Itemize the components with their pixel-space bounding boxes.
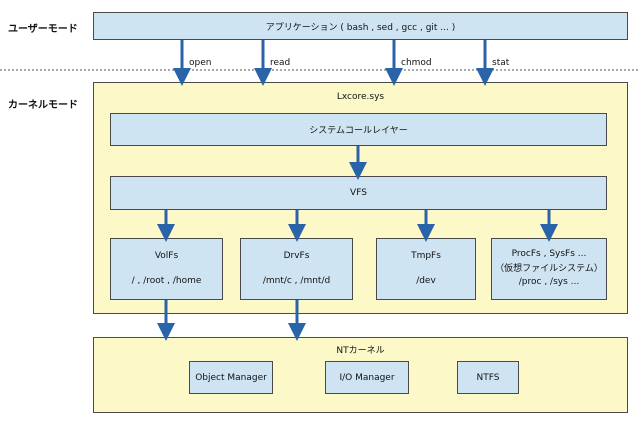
lxcore-title: Lxcore.sys [336,92,385,102]
application-label: アプリケーション ( bash , sed , gcc , git ... ) [265,22,456,33]
fs-tmpfs-name: TmpFs [411,251,441,261]
fs-volfs-box: VolFs / , /root , /home [110,238,223,300]
user-mode-label: ユーザーモード [8,24,78,35]
kernel-mode-label: カーネルモード [8,100,78,111]
fs-drvfs-name: DrvFs [283,251,310,261]
io-manager-box: I/O Manager [325,361,409,394]
fs-volfs-paths: / , /root , /home [131,276,202,286]
syscall-layer-box: システムコールレイヤー [110,113,607,146]
nt-kernel-title: NTカーネル [336,346,385,356]
fs-drvfs-box: DrvFs /mnt/c , /mnt/d [240,238,353,300]
fs-procfs-note: （仮想ファイルシステム） [495,264,603,274]
ntfs-label: NTFS [476,372,500,383]
syscall-chmod-label: chmod [401,58,432,68]
syscall-read-label: read [270,58,291,68]
vfs-label: VFS [350,188,367,198]
vfs-box: VFS [110,176,607,210]
object-manager-box: Object Manager [189,361,273,394]
io-manager-label: I/O Manager [339,372,395,383]
fs-drvfs-paths: /mnt/c , /mnt/d [262,276,331,286]
fs-procfs-name: ProcFs , SysFs ... [511,249,587,259]
object-manager-label: Object Manager [195,372,267,383]
application-box: アプリケーション ( bash , sed , gcc , git ... ) [93,12,628,40]
syscall-layer-label: システムコールレイヤー [309,126,408,136]
fs-tmpfs-box: TmpFs /dev [376,238,476,300]
ntfs-box: NTFS [457,361,519,394]
fs-procfs-paths: /proc , /sys ... [518,277,580,287]
fs-volfs-name: VolFs [154,251,179,261]
fs-tmpfs-paths: /dev [416,276,436,286]
fs-procfs-box: ProcFs , SysFs ... （仮想ファイルシステム） /proc , … [491,238,607,300]
syscall-stat-label: stat [492,58,510,68]
syscall-open-label: open [189,58,212,68]
